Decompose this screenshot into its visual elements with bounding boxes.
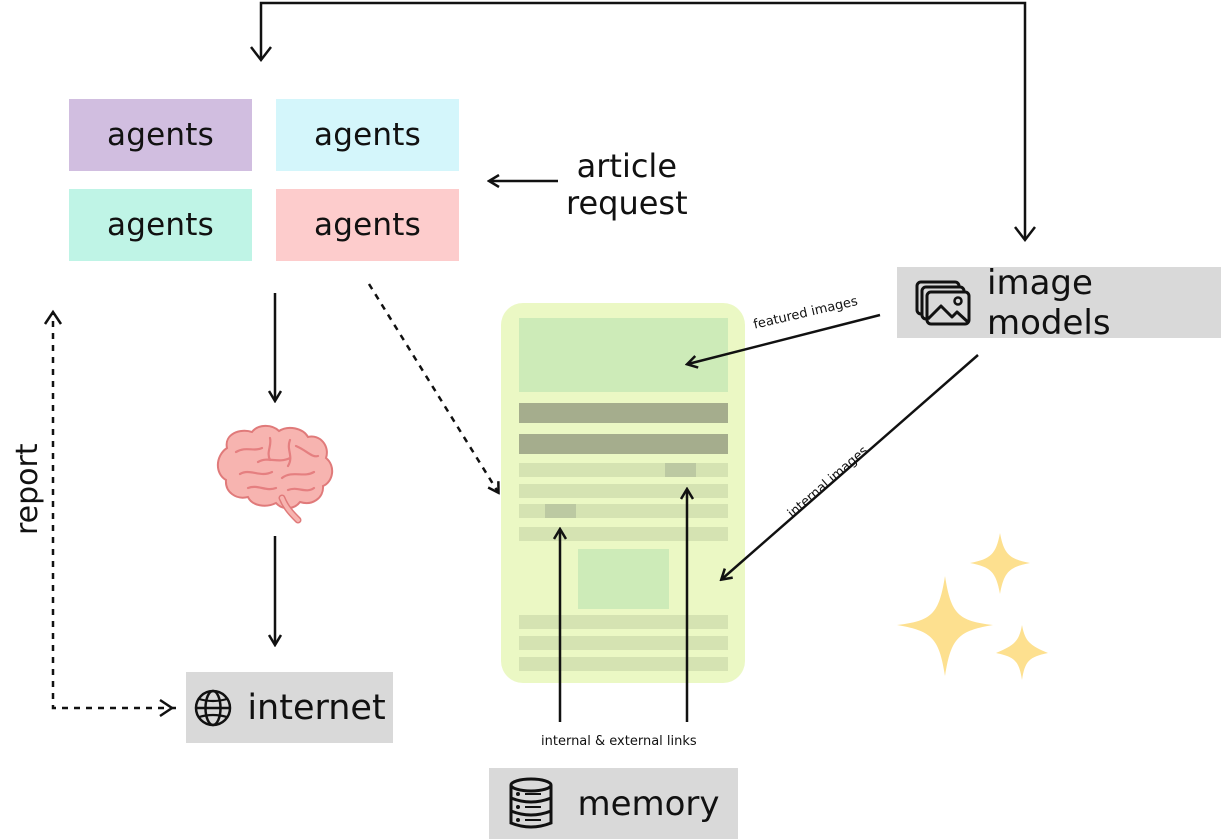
sparkle-icon (897, 533, 1048, 680)
article-text-line (519, 657, 728, 671)
images-icon (915, 279, 973, 327)
agents-to-article-dashed-arrow (367, 283, 498, 492)
agents-box-purple: agents (69, 99, 252, 171)
article-internal-image (578, 549, 669, 609)
image-models-label: image models (987, 262, 1111, 343)
article-mockup (501, 303, 745, 683)
internet-box: internet (186, 672, 393, 743)
article-text-line (519, 484, 728, 498)
globe-icon (193, 688, 233, 728)
internet-label: internet (247, 687, 386, 728)
agents-box-pink: agents (276, 189, 459, 261)
article-subheading (519, 434, 728, 454)
brain-icon (216, 424, 334, 524)
article-featured-image (519, 318, 728, 392)
report-dashed-line (51, 312, 176, 710)
article-heading (519, 403, 728, 423)
image-models-box: image models (897, 263, 1221, 343)
agents-label: agents (314, 207, 421, 243)
report-arrowhead-up (43, 309, 63, 325)
article-text-line (519, 636, 728, 650)
article-request-line2: request (566, 184, 688, 222)
article-request-label: article request (566, 148, 688, 222)
article-link-highlight (545, 504, 576, 518)
article-text-line (519, 463, 728, 477)
agents-label: agents (107, 117, 214, 153)
memory-label: memory (577, 783, 720, 824)
article-text-line (519, 615, 728, 629)
links-label: internal & external links (541, 734, 697, 749)
database-icon (507, 777, 555, 831)
article-link-highlight (665, 463, 696, 477)
memory-box: memory (489, 768, 738, 839)
article-text-line (519, 527, 728, 541)
loop-arrow (259, 1, 1027, 240)
loop-arrowhead-image-models (1014, 226, 1036, 243)
featured-images-arrow (688, 313, 881, 364)
agents-label: agents (107, 207, 214, 243)
report-arrowhead-right (159, 698, 175, 718)
agents-label: agents (314, 117, 421, 153)
agents-box-mint: agents (69, 189, 252, 261)
internal-images-arrow (722, 354, 979, 579)
loop-arrowhead-agents (250, 46, 272, 63)
article-request-line1: article (576, 147, 677, 185)
agents-box-cyan: agents (276, 99, 459, 171)
